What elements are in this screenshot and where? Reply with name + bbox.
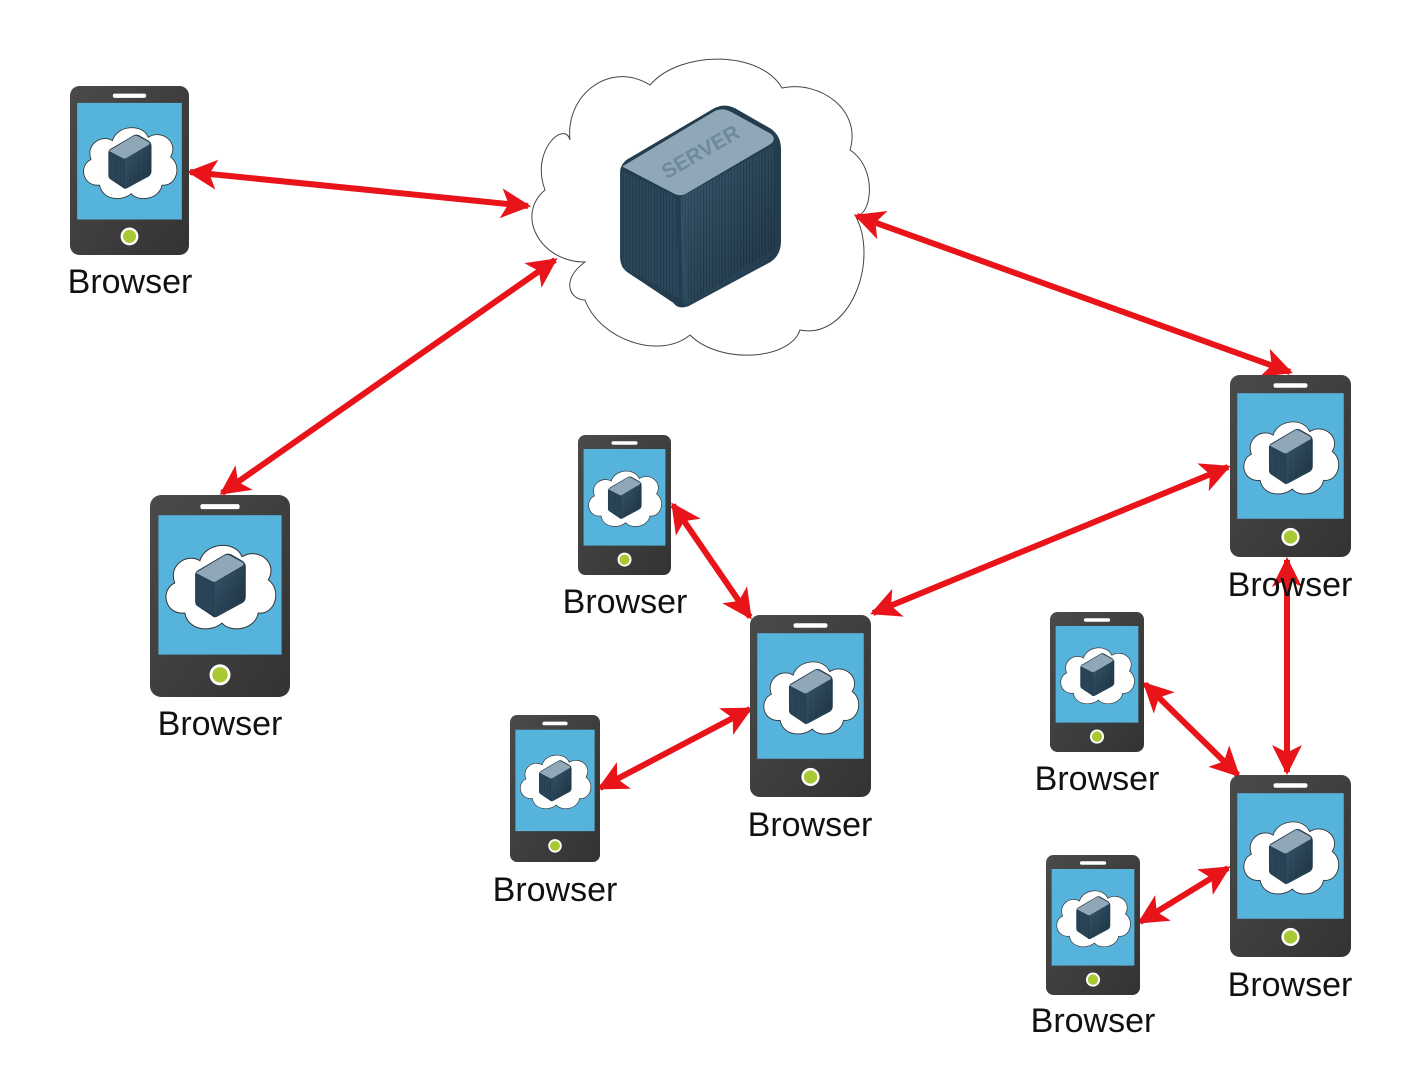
speaker-icon bbox=[200, 504, 240, 510]
connection-arrow-browser-6-server bbox=[854, 211, 1293, 377]
speaker-icon bbox=[542, 721, 568, 726]
connections bbox=[187, 159, 1302, 925]
home-button-icon bbox=[1283, 530, 1298, 544]
devices: BrowserBrowserBrowserBrowserBrowserBrows… bbox=[68, 86, 1353, 1040]
home-button-icon bbox=[619, 554, 630, 565]
speaker-icon bbox=[793, 623, 828, 628]
speaker-icon bbox=[1273, 383, 1308, 388]
device-browser-9[interactable]: Browser bbox=[1031, 855, 1156, 1040]
connection-arrow-browser-1-server bbox=[187, 159, 531, 219]
device-label: Browser bbox=[1228, 966, 1353, 1004]
device-browser-3[interactable]: Browser bbox=[563, 435, 688, 621]
speaker-icon bbox=[1079, 861, 1107, 865]
home-button-icon bbox=[550, 840, 560, 851]
connection-arrow-browser-7-browser-8 bbox=[1142, 681, 1241, 778]
device-label: Browser bbox=[563, 583, 688, 621]
home-button-icon bbox=[1087, 974, 1099, 985]
speaker-icon bbox=[112, 93, 147, 98]
device-browser-6[interactable]: Browser bbox=[1228, 375, 1353, 604]
device-browser-7[interactable]: Browser bbox=[1035, 612, 1160, 798]
speaker-icon bbox=[1273, 783, 1308, 788]
connection-arrow-browser-2-server bbox=[219, 257, 558, 496]
home-button-icon bbox=[803, 770, 818, 784]
speaker-icon bbox=[1083, 618, 1111, 622]
device-browser-8[interactable]: Browser bbox=[1228, 775, 1353, 1004]
connection-arrow-browser-4-browser-6 bbox=[870, 463, 1231, 617]
device-label: Browser bbox=[1035, 760, 1160, 798]
connection-arrow-browser-9-browser-8 bbox=[1137, 865, 1231, 925]
device-label: Browser bbox=[68, 263, 193, 301]
device-browser-1[interactable]: Browser bbox=[68, 86, 193, 301]
device-label: Browser bbox=[158, 705, 283, 743]
device-label: Browser bbox=[493, 871, 618, 909]
device-browser-4[interactable]: Browser bbox=[748, 615, 873, 844]
device-label: Browser bbox=[1228, 566, 1353, 604]
home-button-icon bbox=[1283, 930, 1298, 944]
device-browser-5[interactable]: Browser bbox=[493, 715, 618, 909]
server-cloud: SERVER bbox=[531, 58, 870, 356]
home-button-icon bbox=[1091, 731, 1103, 742]
device-label: Browser bbox=[1031, 1002, 1156, 1040]
home-button-icon bbox=[212, 667, 228, 683]
connection-arrow-browser-3-browser-4 bbox=[670, 502, 753, 620]
device-label: Browser bbox=[748, 806, 873, 844]
speaker-icon bbox=[611, 441, 638, 445]
connection-arrow-browser-5-browser-4 bbox=[597, 706, 753, 791]
device-browser-2[interactable]: Browser bbox=[150, 495, 290, 743]
home-button-icon bbox=[122, 229, 137, 243]
